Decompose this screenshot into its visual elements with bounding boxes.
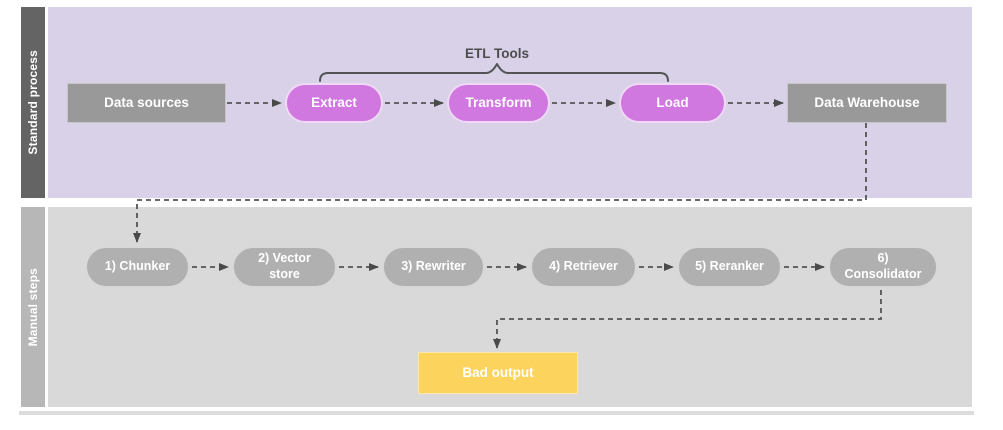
wire-consolidator-badoutput (493, 290, 882, 349)
node-consolidator: 6) Consolidator (828, 246, 938, 288)
node-chunker: 1) Chunker (85, 246, 190, 288)
node-transform: Transform (447, 83, 550, 123)
node-reranker: 5) Reranker (677, 246, 782, 288)
node-data-warehouse: Data Warehouse (787, 83, 947, 123)
node-extract: Extract (285, 83, 383, 123)
page-separator-line (19, 411, 974, 415)
wire-warehouse-chunker (133, 123, 867, 243)
node-retriever: 4) Retriever (530, 246, 637, 288)
node-bad-output: Bad output (418, 352, 578, 394)
node-load: Load (619, 83, 726, 123)
node-vector-store: 2) Vector store (232, 246, 337, 288)
lane-tab-manual-steps: Manual steps (21, 207, 45, 407)
node-rewriter: 3) Rewriter (382, 246, 485, 288)
node-data-sources: Data sources (67, 83, 226, 123)
etl-tools-group-label: ETL Tools (465, 46, 529, 61)
lane-tab-standard-process: Standard process (21, 7, 45, 198)
etl-tools-bracket (319, 63, 669, 82)
